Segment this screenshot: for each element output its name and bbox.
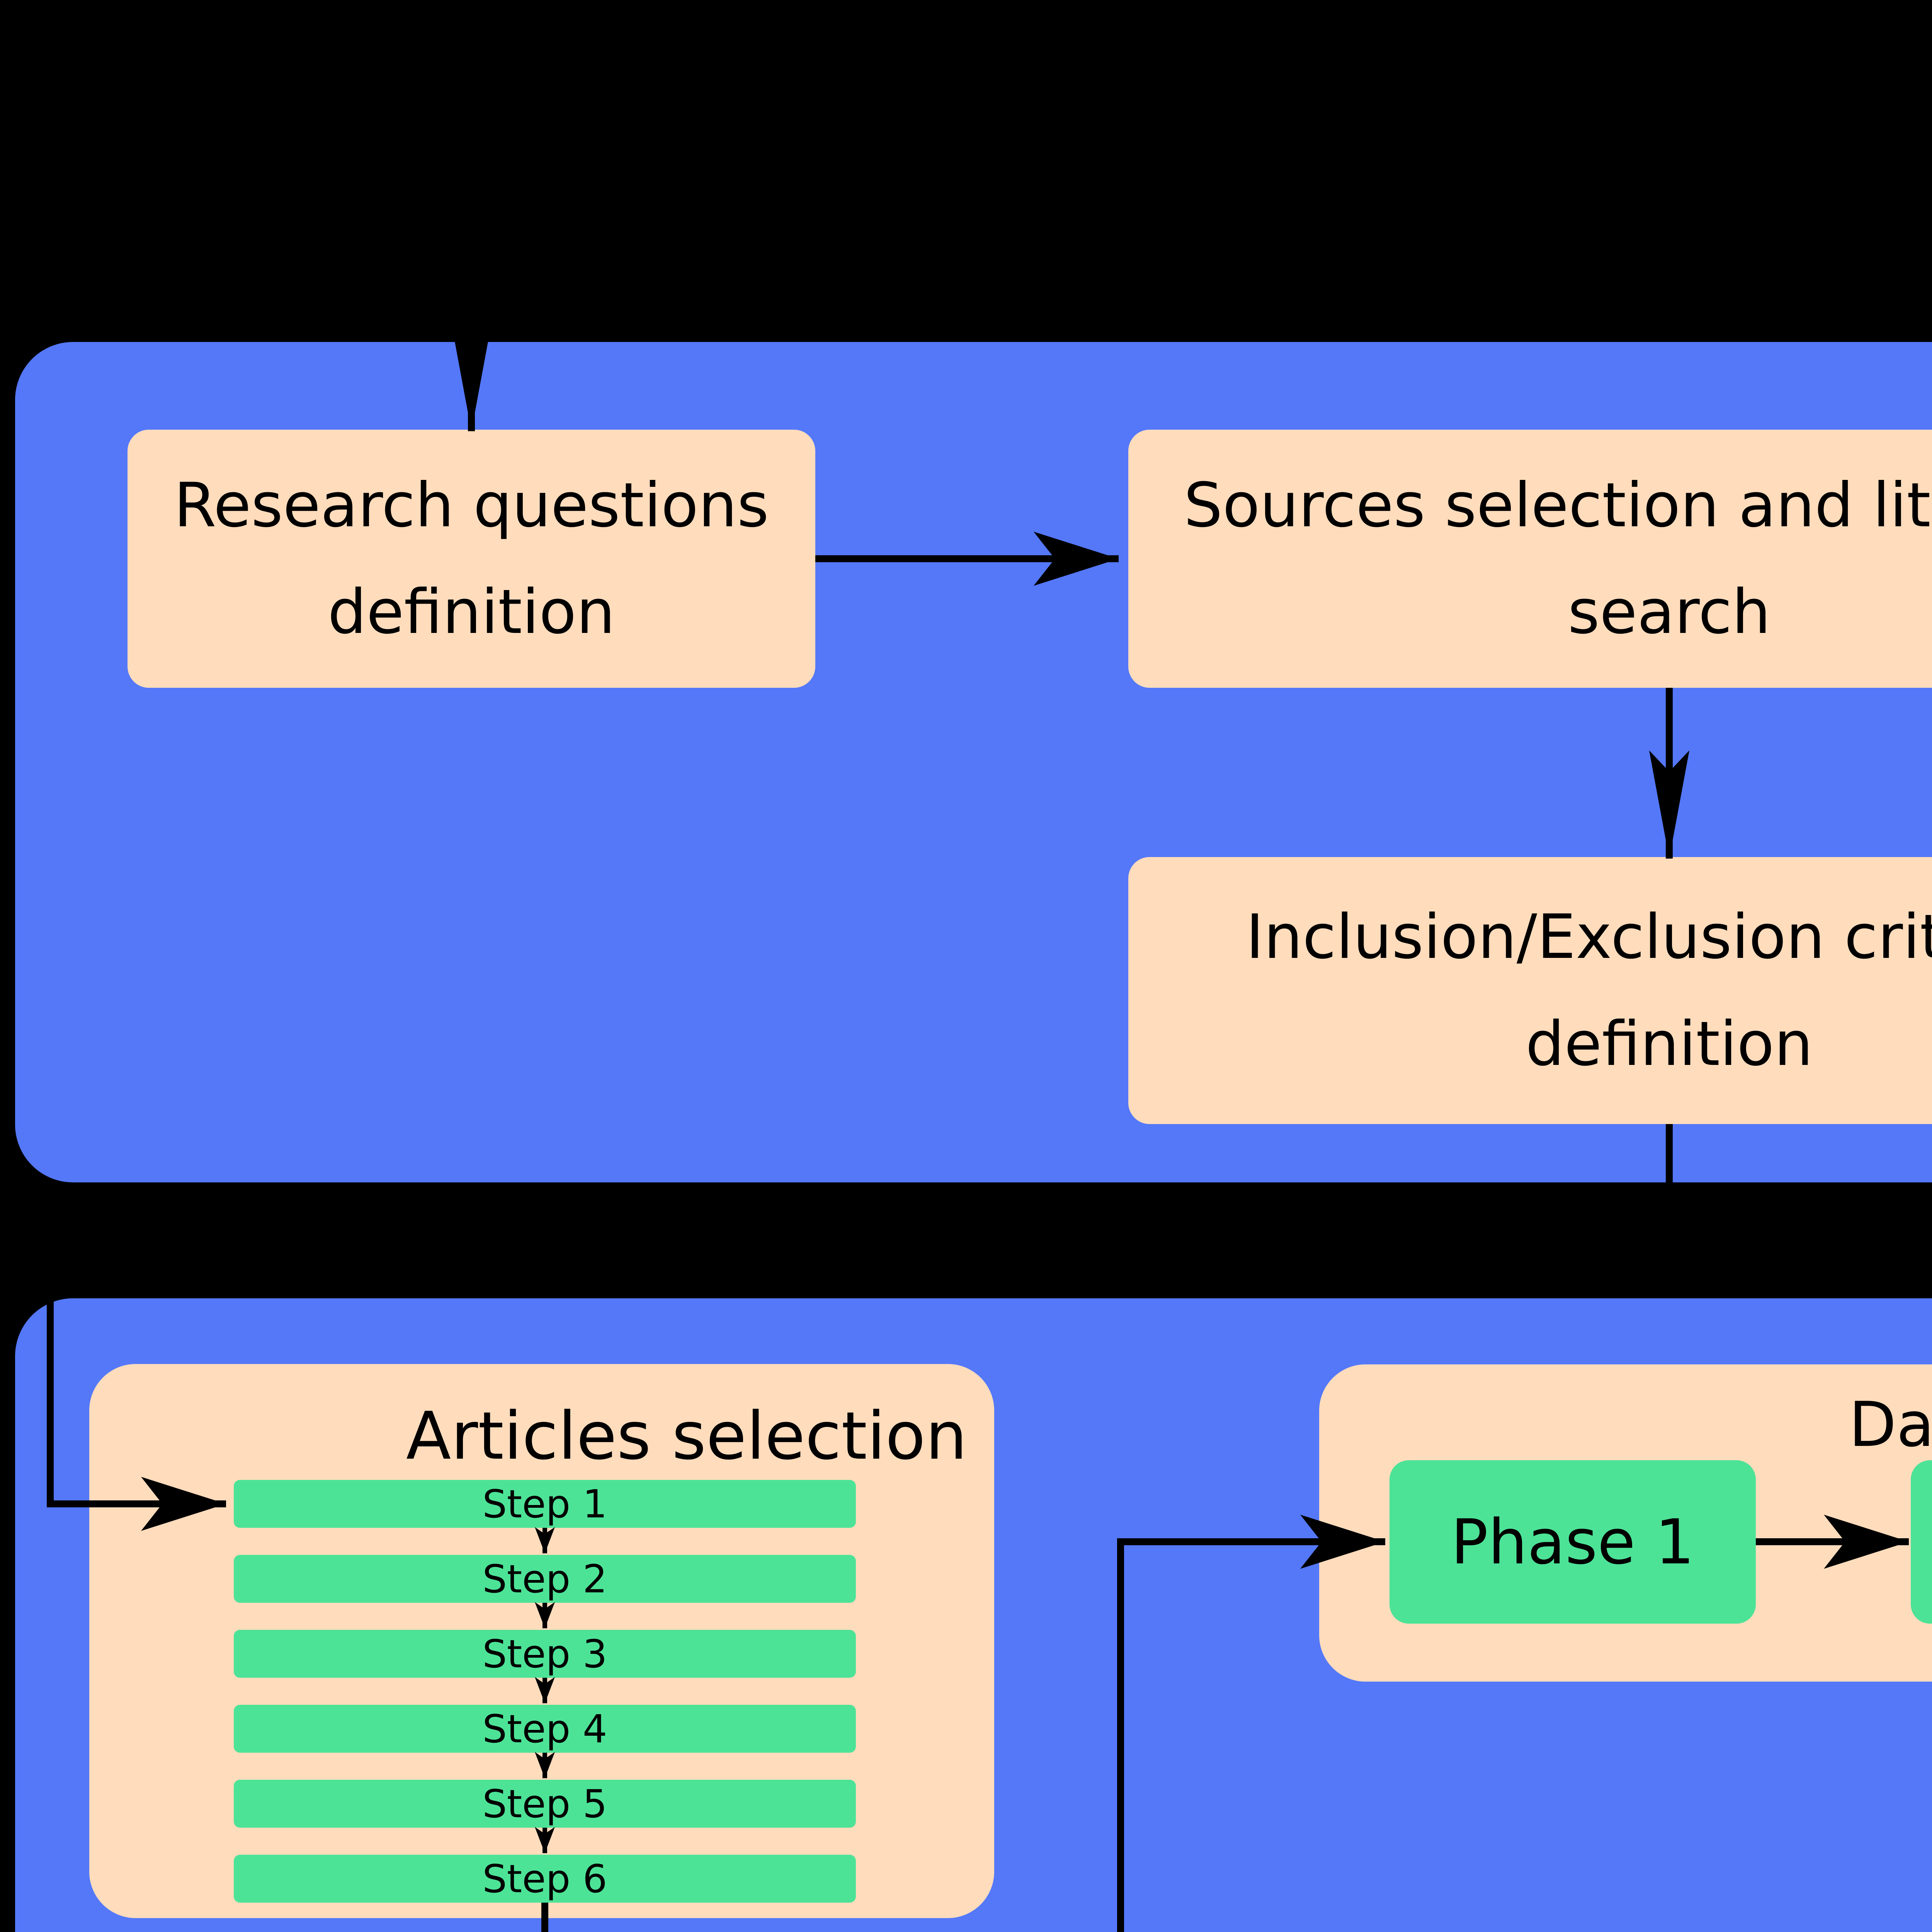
- step-3: Step 3: [234, 1630, 856, 1678]
- node-inclusion-exclusion-criterias: Inclusion/Exclusion criterias definition: [1128, 857, 1932, 1124]
- section-planning: Planning Research questions definition S…: [15, 342, 1932, 1182]
- step-6: Step 6: [234, 1855, 856, 1903]
- step-1: Step 1: [234, 1480, 856, 1528]
- node-research-questions-definition: Research questions definition: [128, 430, 815, 688]
- phase-2: Phase 2: [1911, 1460, 1932, 1624]
- phase-1: Phase 1: [1389, 1460, 1756, 1624]
- step-4: Step 4: [234, 1705, 856, 1753]
- step-2: Step 2: [234, 1555, 856, 1603]
- section-execution: Execution Articles selection Step 1 Step…: [15, 1298, 1932, 1932]
- group-articles-selection: Articles selection Step 1 Step 2 Step 3 …: [89, 1364, 994, 1918]
- step-5: Step 5: [234, 1780, 856, 1828]
- articles-selection-steps: Step 1 Step 2 Step 3 Step 4 Step 5 Step …: [234, 1480, 856, 1903]
- group-data-extraction-title: Data extraction: [1849, 1388, 1932, 1461]
- group-articles-selection-title: Articles selection: [406, 1398, 967, 1475]
- node-sources-selection-literature-search: Sources selection and literature search: [1128, 430, 1932, 688]
- group-data-extraction: Data extraction Phase 1 Phase 2: [1319, 1364, 1932, 1682]
